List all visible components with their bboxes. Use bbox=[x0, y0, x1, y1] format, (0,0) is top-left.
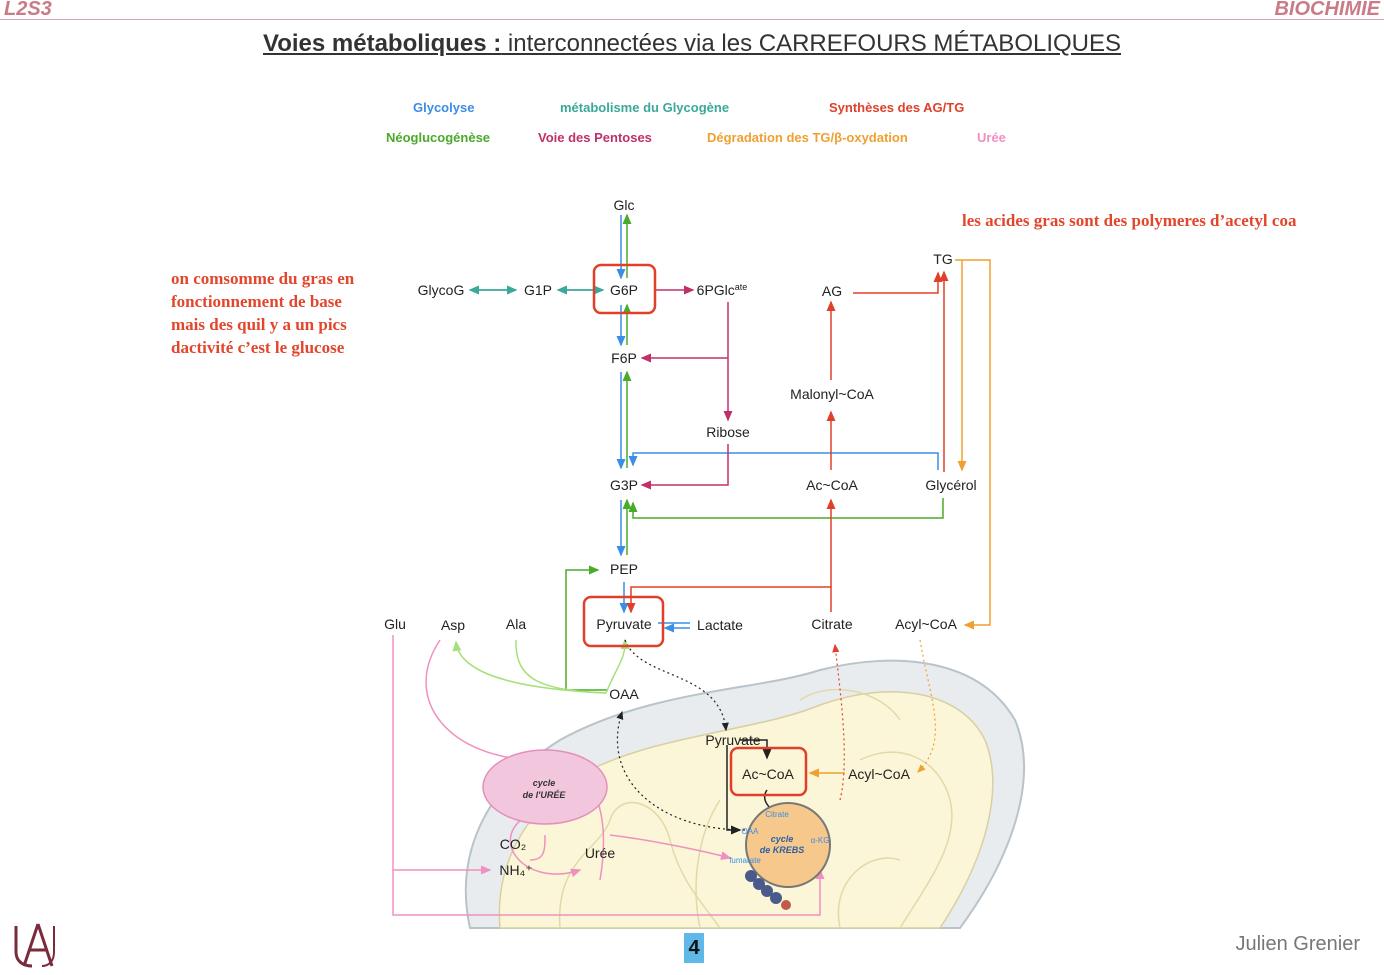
title-strong: Voies métaboliques : bbox=[262, 30, 502, 57]
node-g3p: G3P bbox=[610, 477, 638, 493]
legend-synthese-ag-tg: Synthèses des AG/TG bbox=[829, 100, 965, 115]
node-citrate: Citrate bbox=[811, 616, 852, 632]
krebs-akg: α-KG bbox=[811, 836, 830, 845]
slide-title: Voies métaboliques : interconnectées via… bbox=[0, 30, 1384, 58]
node-g6p: G6P bbox=[610, 282, 638, 298]
node-co2: CO₂ bbox=[500, 836, 526, 852]
node-g1p: G1P bbox=[524, 282, 552, 298]
krebs-citrate: Citrate bbox=[765, 810, 789, 819]
krebs-oaa: OAA bbox=[742, 827, 760, 836]
node-glycog: GlycoG bbox=[418, 282, 465, 298]
legend-glycolyse: Glycolyse bbox=[413, 100, 475, 115]
transamination-arrows bbox=[452, 638, 630, 694]
krebs-fumarate: fumarate bbox=[729, 856, 761, 865]
legend-degradation-tg: Dégradation des TG/β-oxydation bbox=[707, 130, 908, 145]
node-ribose: Ribose bbox=[706, 424, 750, 440]
krebs-cycle-label: de KREBS bbox=[760, 845, 805, 855]
node-nh4: NH₄⁺ bbox=[499, 862, 532, 878]
header-divider bbox=[0, 19, 1384, 20]
node-glu: Glu bbox=[384, 616, 406, 632]
node-asp: Asp bbox=[441, 617, 465, 633]
node-glc: Glc bbox=[614, 197, 635, 213]
krebs-cycle-label: cycle bbox=[771, 834, 794, 844]
university-logo bbox=[10, 920, 66, 975]
node-mito-ac-coa: Ac~CoA bbox=[742, 766, 794, 782]
node-ag: AG bbox=[822, 283, 842, 299]
uree-cycle-label: de l'URÉE bbox=[523, 790, 567, 800]
node-ala: Ala bbox=[506, 616, 526, 632]
pentoses-arrows bbox=[640, 285, 733, 490]
carrefour-pyruvate bbox=[582, 595, 665, 648]
neoglucogenese-arrows bbox=[565, 213, 944, 691]
node-pep: PEP bbox=[610, 561, 638, 577]
node-malonyl-coa: Malonyl~CoA bbox=[790, 386, 874, 402]
note-glucose-line: dactivité c’est le glucose bbox=[171, 338, 345, 357]
krebs-cycle-circle bbox=[745, 802, 831, 888]
carrefour-accoa bbox=[729, 746, 808, 797]
uree-cycle-ellipse bbox=[482, 749, 608, 825]
legend-glycogene: métabolisme du Glycogène bbox=[560, 100, 730, 115]
node-uree: Urée bbox=[585, 845, 616, 861]
legend-neoglucogenese: Néoglucogénèse bbox=[386, 130, 491, 145]
node-6pglc-sup: ate bbox=[735, 282, 748, 292]
node-ac-coa: Ac~CoA bbox=[806, 477, 858, 493]
node-glycerol: Glycérol bbox=[925, 477, 976, 493]
carrefour-g6p bbox=[592, 263, 657, 315]
degradation-tg-arrows bbox=[808, 259, 991, 778]
note-glucose-line: on comsomme du gras en bbox=[171, 269, 355, 288]
node-mito-acyl-coa: Acyl~CoA bbox=[848, 766, 911, 782]
author-name: Julien Grenier bbox=[1235, 933, 1360, 955]
header-course: L2S3 bbox=[4, 0, 52, 20]
node-6pglc: 6PGlcate bbox=[697, 282, 748, 298]
node-6pglc-text: 6PGlc bbox=[697, 282, 735, 298]
note-glucose: on comsomme du gras en fonctionnement de… bbox=[171, 267, 354, 359]
node-tg: TG bbox=[933, 251, 952, 267]
node-acyl-coa: Acyl~CoA bbox=[895, 616, 958, 632]
note-glucose-line: mais des quil y a un pics bbox=[171, 315, 347, 334]
legend-pentoses: Voie des Pentoses bbox=[538, 130, 652, 145]
note-acides-gras: les acides gras sont des polymeres d’ace… bbox=[962, 211, 1297, 230]
glycolyse-arrows bbox=[616, 215, 939, 633]
page-number: 4 bbox=[684, 933, 704, 963]
respiratory-chain-icon bbox=[745, 870, 791, 910]
synthese-ag-tg-arrows bbox=[626, 270, 949, 801]
node-oaa: OAA bbox=[609, 686, 639, 702]
note-glucose-line: fonctionnement de base bbox=[171, 292, 342, 311]
node-mito-pyruvate: Pyruvate bbox=[705, 732, 760, 748]
title-rest: interconnectées via les CARREFOURS MÉTAB… bbox=[501, 30, 1122, 57]
node-lactate: Lactate bbox=[697, 617, 743, 633]
header-subject: BIOCHIMIE bbox=[1274, 0, 1380, 20]
legend-uree: Urée bbox=[977, 130, 1006, 145]
uree-cycle-label: cycle bbox=[533, 778, 556, 788]
node-pyruvate: Pyruvate bbox=[596, 616, 651, 632]
node-f6p: F6P bbox=[611, 350, 637, 366]
